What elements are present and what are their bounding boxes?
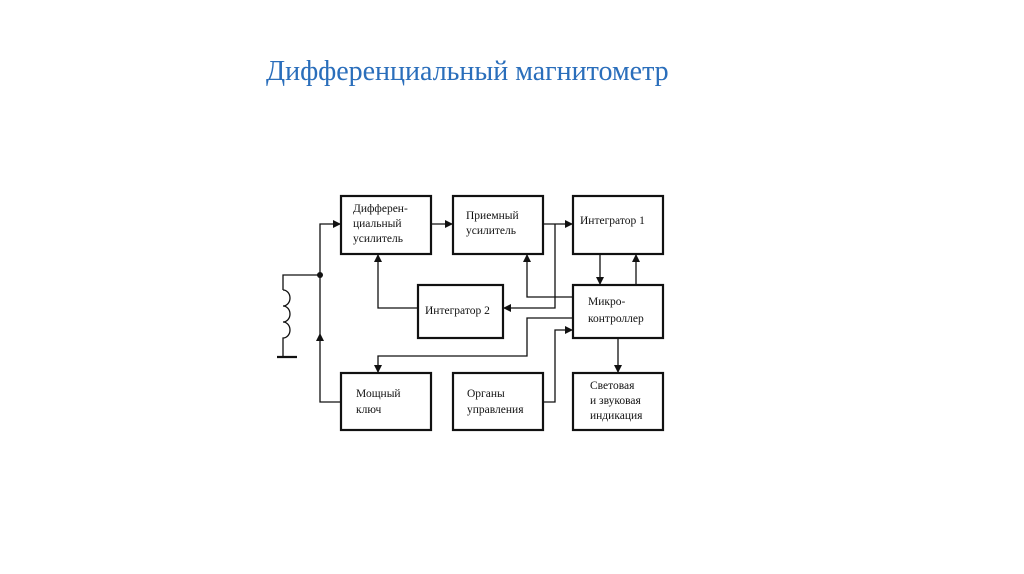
junction-node	[317, 272, 323, 278]
block-microcontroller: Микро- контроллер	[571, 283, 665, 340]
page-title: Дифференциальный магнитометр	[266, 56, 669, 87]
block-label: Световая	[590, 380, 635, 392]
block-label: Дифферен-	[353, 203, 408, 215]
block-label: усилитель	[466, 225, 516, 237]
block-label: усилитель	[353, 233, 403, 245]
block-label: Интегратор 1	[580, 215, 645, 227]
block-receiver-amp: Приемный усилитель	[451, 194, 545, 256]
block-integrator-2: Интегратор 2	[416, 283, 505, 340]
block-label: управления	[467, 404, 524, 416]
block-label: контроллер	[588, 313, 644, 325]
block-label: индикация	[590, 410, 643, 422]
block-label: и звуковая	[590, 395, 641, 407]
block-label: Мощный	[356, 388, 401, 400]
block-controls: Органы управления	[451, 371, 545, 432]
block-label: циальный	[353, 218, 402, 230]
block-integrator-1: Интегратор 1	[571, 194, 665, 256]
connections	[277, 220, 640, 403]
block-power-switch: Мощный ключ	[339, 371, 433, 432]
block-indication: Световая и звуковая индикация	[571, 371, 665, 432]
block-label: Приемный	[466, 210, 519, 222]
block-label: Микро-	[588, 296, 625, 308]
coil-icon	[282, 289, 291, 356]
block-label: Интегратор 2	[425, 305, 490, 317]
block-diff-amp: Дифферен- циальный усилитель	[339, 194, 433, 256]
block-label: Органы	[467, 388, 505, 400]
block-label: ключ	[356, 404, 381, 416]
